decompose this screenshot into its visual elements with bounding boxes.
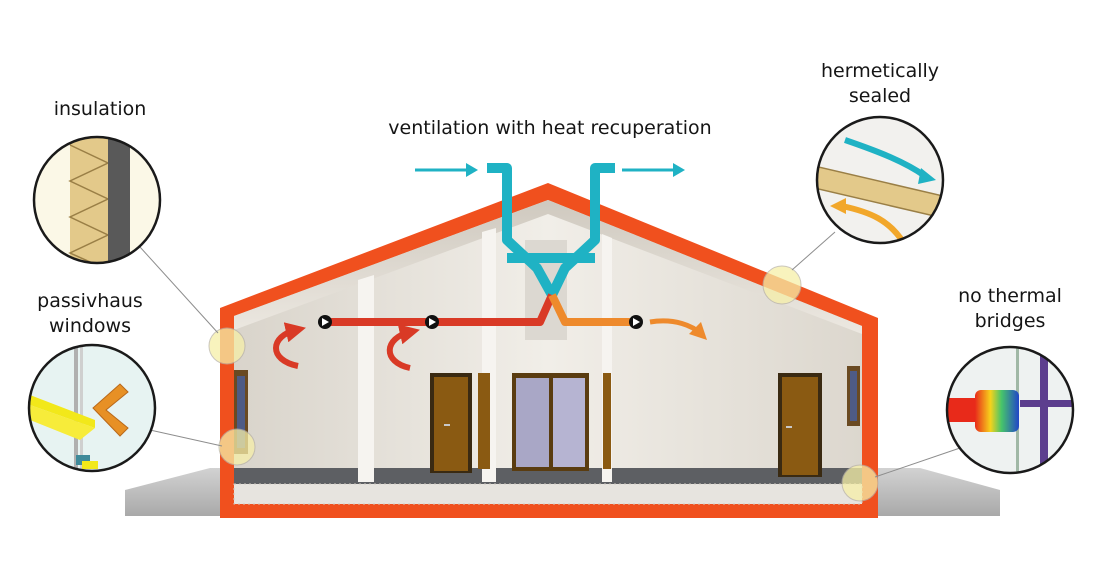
floor-insulation-texture (233, 483, 863, 505)
leader-lines (139, 231, 961, 478)
magnifier-callout-icon (945, 345, 1075, 475)
airflow-arrow-icon (649, 318, 708, 341)
partition-wall-1 (358, 275, 374, 482)
label-insulation: insulation (53, 98, 147, 120)
highlight-insulation (208, 327, 246, 365)
magnifier-callout-icon (32, 135, 162, 265)
label-hermetically-sealed: hermetically sealed (800, 59, 960, 109)
highlight-thermal (841, 464, 879, 502)
ventilation-duct-intake (487, 163, 557, 298)
recovered-air-duct (548, 293, 632, 326)
label-ventilation: ventilation with heat recuperation (388, 117, 712, 139)
door-icon (478, 373, 611, 469)
window-left-glass (237, 376, 245, 448)
magnifier-callout-icon (815, 115, 945, 245)
label-no-thermal-bridges: no thermal bridges (930, 284, 1090, 334)
fan-icon (318, 315, 332, 329)
airflow-arrow-icon (673, 163, 685, 177)
window-right-glass (850, 371, 857, 421)
airflow-arrow-icon (273, 322, 306, 369)
airflow-arrow-icon (466, 163, 478, 177)
label-passivhaus-windows: passivhaus windows (10, 289, 170, 339)
label-thermal-line1: no thermal (958, 285, 1062, 307)
ground-slab-right (878, 468, 1000, 516)
label-passivhaus-line2: windows (49, 315, 131, 337)
magnifier-callout-icon (27, 343, 157, 473)
label-hermetic-line1: hermetically (820, 60, 940, 82)
window-icon (512, 373, 589, 471)
highlight-window (218, 428, 256, 466)
door-icon (430, 373, 472, 473)
ground-slab (125, 468, 220, 516)
airflow-arrow-icon (386, 324, 420, 371)
highlight-seal (762, 265, 802, 305)
warm-air-supply-duct (330, 293, 556, 326)
door-icon (778, 373, 822, 477)
label-thermal-line2: bridges (974, 310, 1046, 332)
fan-icon (425, 315, 439, 329)
label-hermetic-line2: sealed (848, 85, 912, 107)
label-passivhaus-line1: passivhaus (37, 290, 143, 312)
fan-icon (629, 315, 643, 329)
floor-insulation (234, 484, 862, 504)
ventilation-duct-exhaust (547, 163, 615, 298)
floor-dark (234, 468, 862, 484)
